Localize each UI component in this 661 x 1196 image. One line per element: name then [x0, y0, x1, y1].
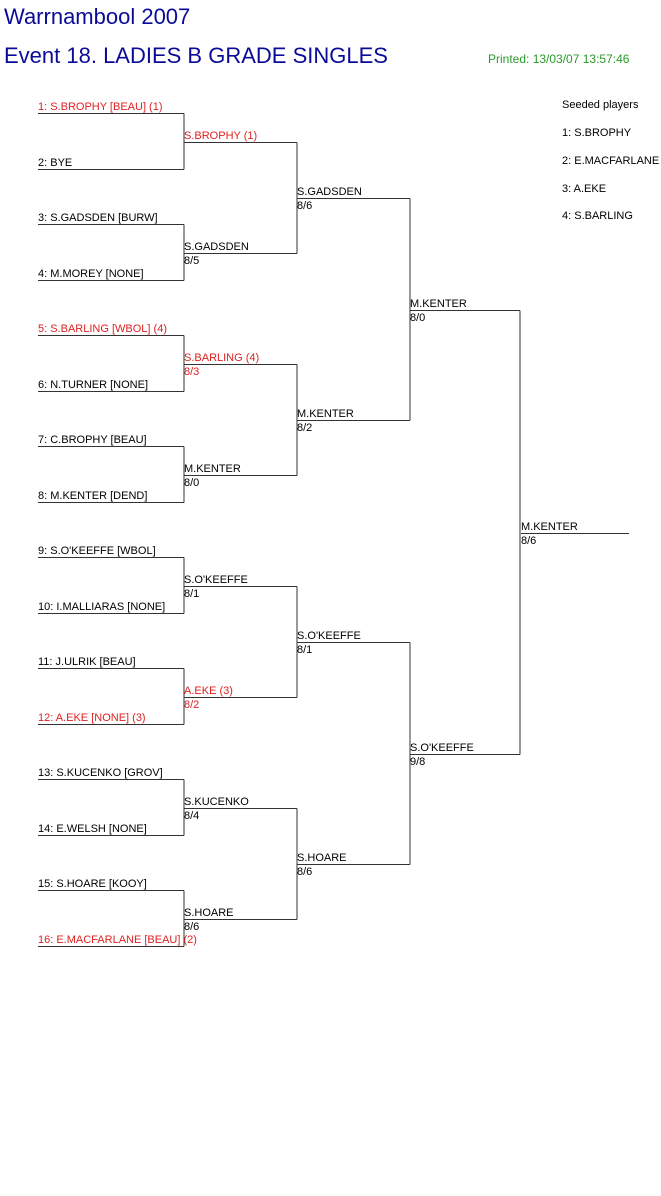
match-score: 8/6 [297, 199, 313, 212]
winner-name: M.KENTER [410, 297, 467, 310]
match-score: 8/3 [184, 365, 200, 378]
entrant-name: 3: S.GADSDEN [BURW] [38, 211, 158, 224]
winner-name: S.GADSDEN [297, 185, 362, 198]
winner-name: S.HOARE [297, 851, 347, 864]
match-score: 8/2 [297, 421, 313, 434]
entrant-name: 15: S.HOARE [KOOY] [38, 877, 147, 890]
page-title: Warrnambool 2007 [4, 4, 191, 29]
match-score: 8/5 [184, 254, 200, 267]
event-title: Event 18. LADIES B GRADE SINGLES [4, 43, 388, 68]
entrant-name: 8: M.KENTER [DEND] [38, 489, 148, 502]
entrant-name: 7: C.BROPHY [BEAU] [38, 433, 147, 446]
winner-name: S.O'KEEFFE [297, 629, 361, 642]
seeded-player-2: 2: E.MACFARLANE [562, 155, 660, 167]
entrant-name: 9: S.O'KEEFFE [WBOL] [38, 544, 156, 557]
winner-name: M.KENTER [184, 462, 241, 475]
seeded-players-title: Seeded players [562, 99, 639, 111]
winner-name: M.KENTER [297, 407, 354, 420]
entrant-name: 11: J.ULRIK [BEAU] [38, 655, 136, 668]
winner-name: S.GADSDEN [184, 240, 249, 253]
entrant-name: 4: M.MOREY [NONE] [38, 267, 144, 280]
winner-name: S.O'KEEFFE [184, 573, 248, 586]
entrant-name: 2: BYE [38, 156, 73, 169]
winner-name: S.HOARE [184, 906, 234, 919]
match-score: 8/0 [184, 476, 200, 489]
match-score: 8/6 [521, 534, 537, 547]
match-score: 8/4 [184, 809, 200, 822]
entrant-name: 13: S.KUCENKO [GROV] [38, 766, 163, 779]
winner-name: S.BARLING (4) [184, 351, 260, 364]
match-score: 8/1 [297, 643, 313, 656]
winner-name: S.BROPHY (1) [184, 129, 258, 142]
match-score: 9/8 [410, 755, 426, 768]
entrant-name: 12: A.EKE [NONE] (3) [38, 711, 146, 724]
entrant-name: 16: E.MACFARLANE [BEAU] (2) [38, 933, 197, 946]
match-score: 8/2 [184, 698, 200, 711]
winner-name: A.EKE (3) [184, 684, 233, 697]
entrant-name: 1: S.BROPHY [BEAU] (1) [38, 100, 163, 113]
entrant-name: 14: E.WELSH [NONE] [38, 822, 147, 835]
seeded-player-3: 3: A.EKE [562, 183, 607, 195]
match-score: 8/6 [184, 920, 200, 933]
winner-name: S.KUCENKO [184, 795, 249, 808]
seeded-player-4: 4: S.BARLING [562, 210, 633, 222]
winner-name: M.KENTER [521, 520, 578, 533]
match-score: 8/0 [410, 311, 426, 324]
winner-name: S.O'KEEFFE [410, 741, 474, 754]
entrant-name: 6: N.TURNER [NONE] [38, 378, 149, 391]
match-score: 8/1 [184, 587, 200, 600]
match-score: 8/6 [297, 865, 313, 878]
entrant-name: 10: I.MALLIARAS [NONE] [38, 600, 166, 613]
seeded-player-1: 1: S.BROPHY [562, 127, 632, 139]
printed-timestamp: Printed: 13/03/07 13:57:46 [488, 52, 630, 66]
entrant-name: 5: S.BARLING [WBOL] (4) [38, 322, 167, 335]
